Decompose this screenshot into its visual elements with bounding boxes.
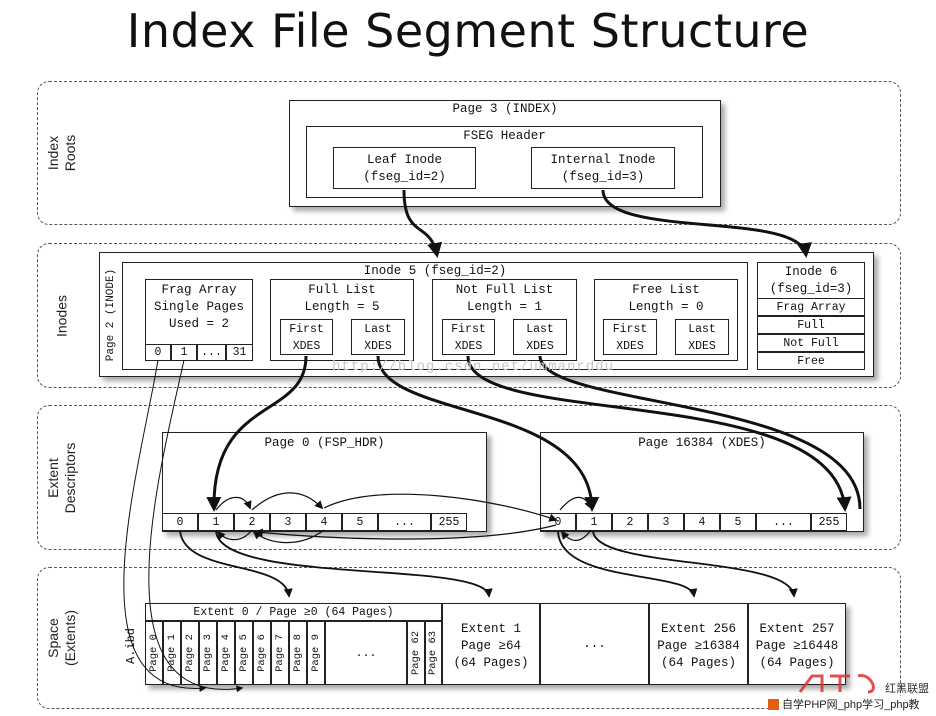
not-full-last-xdes: Last XDES (513, 319, 567, 355)
frag-1-to-page (148, 359, 244, 693)
page-cell: Page 9 (307, 621, 325, 685)
xdes-cell: 255 (431, 513, 467, 531)
link-p16-1-0 (560, 529, 592, 541)
inode6-row: Full (757, 316, 865, 334)
frag-array-label: Frag Array Single Pages Used = 2 (153, 283, 244, 331)
internal-inode-box: Internal Inode (fseg_id=3) (531, 147, 675, 189)
full-first-xdes: First XDES (280, 319, 333, 355)
link-p16-0-1 (559, 496, 592, 511)
page-cell: Page 3 (199, 621, 217, 685)
link-p0-4-16384 (323, 493, 558, 522)
page-cell: Page 62 (407, 621, 425, 685)
band-inodes (37, 243, 901, 388)
link-p0-2-4 (251, 492, 324, 511)
page-cell: Page 5 (235, 621, 253, 685)
extent256-box: Extent 256 Page ≥16384 (64 Pages) (649, 603, 748, 685)
frag-0-to-page (123, 359, 207, 692)
band-index-roots (37, 81, 901, 225)
arrow-notfull-last (538, 355, 862, 510)
inode6-row: Free (757, 352, 865, 370)
link-p0-2-1back (216, 529, 253, 541)
xdes-cell: 2 (612, 513, 648, 531)
arrow-full-first (206, 355, 308, 512)
xdes-cell: 3 (270, 513, 306, 531)
inode5-title: Inode 5 (fseg_id=2) (363, 264, 507, 278)
xdes-cell: 1 (198, 513, 234, 531)
xdes-cell: 5 (342, 513, 378, 531)
page0-title: Page 0 (FSP_HDR) (264, 436, 385, 450)
frag-slot: 0 (145, 344, 171, 361)
xdes-cell: ... (378, 513, 431, 531)
xdes-cell: 4 (684, 513, 720, 531)
xdes-cell: 255 (811, 513, 847, 531)
page-cell: Page 2 (181, 621, 199, 685)
page-cell: Page 1 (163, 621, 181, 685)
inode6-row: Not Full (757, 334, 865, 352)
map-p0-1-extent1 (215, 530, 493, 598)
extent0-title: Extent 0 / Page ≥0 (64 Pages) (145, 603, 442, 621)
inode6-row: Frag Array (757, 298, 865, 316)
free-list-label: Free List Length = 0 (628, 283, 704, 314)
fseg-header-title: FSEG Header (463, 129, 546, 143)
map-p16-0-ext256 (557, 530, 698, 598)
arrow-leaf-to-inode5 (402, 189, 442, 258)
watermark-logo-icon (768, 699, 779, 710)
not-full-first-xdes: First XDES (442, 319, 495, 355)
free-first-xdes: First XDES (603, 319, 657, 355)
extent257-box: Extent 257 Page ≥16448 (64 Pages) (748, 603, 846, 685)
band-extent-descriptors (37, 405, 901, 550)
watermark-url: http://blog.csdn.net/ummanrddu (332, 359, 615, 375)
link-16384-back (254, 524, 557, 540)
leaf-inode-box: Leaf Inode (fseg_id=2) (333, 147, 476, 189)
inode6-title: Inode 6 (fseg_id=3) (769, 265, 853, 296)
diagram-title: Index File Segment Structure (126, 4, 810, 58)
frag-slot: 31 (226, 344, 253, 361)
not-full-list-label: Not Full List Length = 1 (455, 283, 554, 314)
xdes-cell: 1 (576, 513, 612, 531)
arrow-internal-to-inode6 (601, 189, 812, 258)
full-last-xdes: Last XDES (351, 319, 405, 355)
map-p0-0-extent0 (179, 530, 293, 598)
watermark-logo-text: 红黑联盟 (885, 683, 929, 695)
arrow-full-last (376, 355, 600, 512)
page-cell: Page 4 (217, 621, 235, 685)
frag-slot: ... (197, 344, 226, 361)
extent1-box: Extent 1 Page ≥64 (64 Pages) (442, 603, 540, 685)
full-list-label: Full List Length = 5 (304, 283, 380, 314)
page-cell: Page 7 (271, 621, 289, 685)
xdes-cell: ... (756, 513, 811, 531)
map-p16-1-ext257 (592, 530, 798, 598)
extent-ellipsis: ... (583, 637, 606, 651)
xdes-cell: 5 (720, 513, 756, 531)
arrow-notfull-first (466, 355, 852, 512)
page16384-title: Page 16384 (XDES) (638, 436, 766, 450)
xdes-cell: 3 (648, 513, 684, 531)
page3-title: Page 3 (INDEX) (452, 102, 558, 116)
free-last-xdes: Last XDES (675, 319, 729, 355)
page-cell-label: ... (355, 646, 377, 660)
watermark-footer: 自学PHP网_php学习_php教 (768, 696, 934, 714)
band-space (37, 567, 901, 709)
page-cell: Page 6 (253, 621, 271, 685)
xdes-cell: 0 (162, 513, 198, 531)
extent-ellipsis-box: ... (540, 603, 649, 685)
page-cell: Page 8 (289, 621, 307, 685)
page-ellipsis-cell: ... (325, 621, 407, 685)
page-cell: Page 63 (425, 621, 442, 685)
link-p0-1-2 (215, 496, 252, 511)
